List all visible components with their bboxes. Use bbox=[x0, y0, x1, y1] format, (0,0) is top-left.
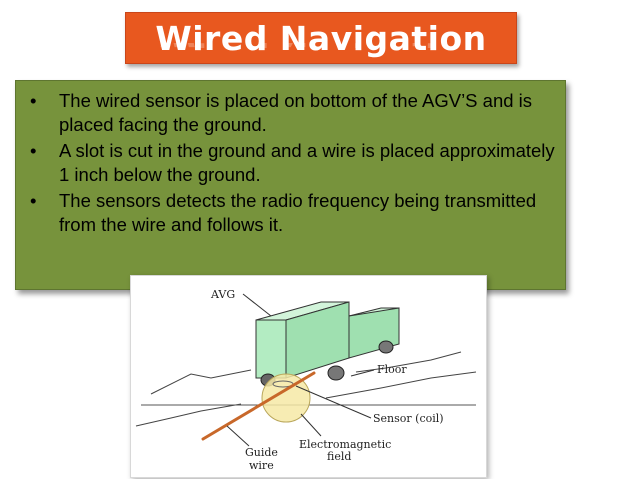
guide-wire bbox=[201, 371, 316, 441]
cargo-front bbox=[255, 319, 287, 379]
bullet-text: A slot is cut in the ground and a wire i… bbox=[59, 140, 555, 185]
label-electromagnetic: Electromagnetic bbox=[299, 438, 391, 451]
label-field: field bbox=[327, 450, 351, 463]
floor-front-edge bbox=[135, 403, 242, 427]
bullet-item: • The wired sensor is placed on bottom of… bbox=[28, 89, 557, 137]
wheel-rear-right bbox=[378, 340, 394, 354]
slide-title-reflection: Wired Navigation bbox=[126, 43, 516, 54]
agv-diagram-svg: AVG Floor Sensor (coil) Electromagnetic … bbox=[135, 288, 477, 472]
field-leader bbox=[300, 413, 322, 437]
guide-leader bbox=[226, 425, 250, 447]
floor-back-edge bbox=[150, 369, 252, 395]
bullet-dot: • bbox=[30, 140, 37, 161]
bullet-list: • The wired sensor is placed on bottom of… bbox=[28, 89, 557, 239]
agv-vehicle bbox=[255, 301, 400, 387]
avg-leader bbox=[242, 293, 272, 317]
bullet-dot: • bbox=[30, 190, 37, 211]
label-guide: Guide bbox=[245, 446, 278, 459]
wheel-front-right bbox=[327, 365, 345, 381]
bullet-text: The sensors detects the radio frequency … bbox=[59, 190, 537, 235]
floor-back-edge-right bbox=[355, 351, 462, 373]
label-sensor: Sensor (coil) bbox=[373, 412, 444, 425]
floor-leader bbox=[350, 369, 375, 377]
slide-title-box: Wired Navigation Wired Navigation bbox=[125, 12, 517, 64]
bullet-dot: • bbox=[30, 90, 37, 111]
bullet-text: The wired sensor is placed on bottom of … bbox=[59, 90, 533, 135]
bullet-item: • A slot is cut in the ground and a wire … bbox=[28, 139, 557, 187]
floor-front-edge-right bbox=[325, 371, 477, 399]
bullet-item: • The sensors detects the radio frequency… bbox=[28, 189, 557, 237]
sensor-leader bbox=[295, 385, 372, 419]
label-wire: wire bbox=[249, 459, 274, 472]
label-avg: AVG bbox=[210, 288, 235, 301]
label-floor: Floor bbox=[377, 363, 407, 376]
slide-title: Wired Navigation bbox=[155, 19, 487, 58]
bullet-panel: • The wired sensor is placed on bottom of… bbox=[15, 80, 566, 290]
agv-diagram: AVG Floor Sensor (coil) Electromagnetic … bbox=[130, 275, 487, 478]
